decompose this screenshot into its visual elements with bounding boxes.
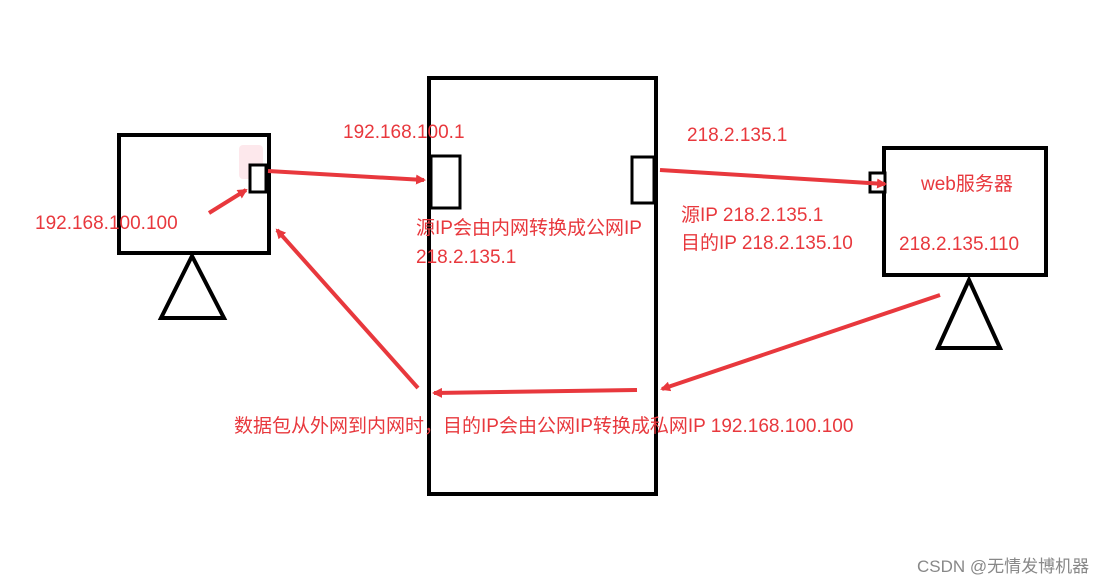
nat-note-line2: 218.2.135.1 <box>416 247 517 268</box>
client-nic-port <box>248 163 268 194</box>
client-ip-label: 192.168.100.100 <box>35 213 178 234</box>
arrow-server-to-router <box>660 293 941 392</box>
server-stand-triangle <box>934 275 1004 350</box>
arrow-ip-to-port <box>207 188 248 215</box>
arrow-client-to-router <box>267 169 426 185</box>
dst-ip-label: 目的IP 218.2.135.10 <box>681 233 853 254</box>
nat-note-line1: 源IP会由内网转换成公网IP <box>416 218 642 239</box>
src-ip-label: 源IP 218.2.135.1 <box>681 205 824 226</box>
router-box <box>427 76 658 496</box>
router-outer-port <box>630 155 656 205</box>
arrow-router-to-server <box>659 168 887 189</box>
router-outer-ip-label: 218.2.135.1 <box>687 125 788 146</box>
return-note-label: 数据包从外网到内网时，目的IP会由公网IP转换成私网IP 192.168.100… <box>234 416 854 437</box>
router-inner-port <box>429 154 462 210</box>
client-computer <box>117 133 271 255</box>
arrow-router-to-client <box>275 228 420 390</box>
server-name-label: web服务器 <box>921 174 1013 195</box>
server-ip-label: 218.2.135.110 <box>899 234 1020 255</box>
server-box <box>882 146 1048 277</box>
arrow-return-inside-router <box>432 387 638 398</box>
csdn-watermark: CSDN @无情发博机器 <box>917 557 1090 576</box>
router-inner-ip-label: 192.168.100.1 <box>343 122 465 143</box>
client-stand-triangle <box>157 251 228 320</box>
